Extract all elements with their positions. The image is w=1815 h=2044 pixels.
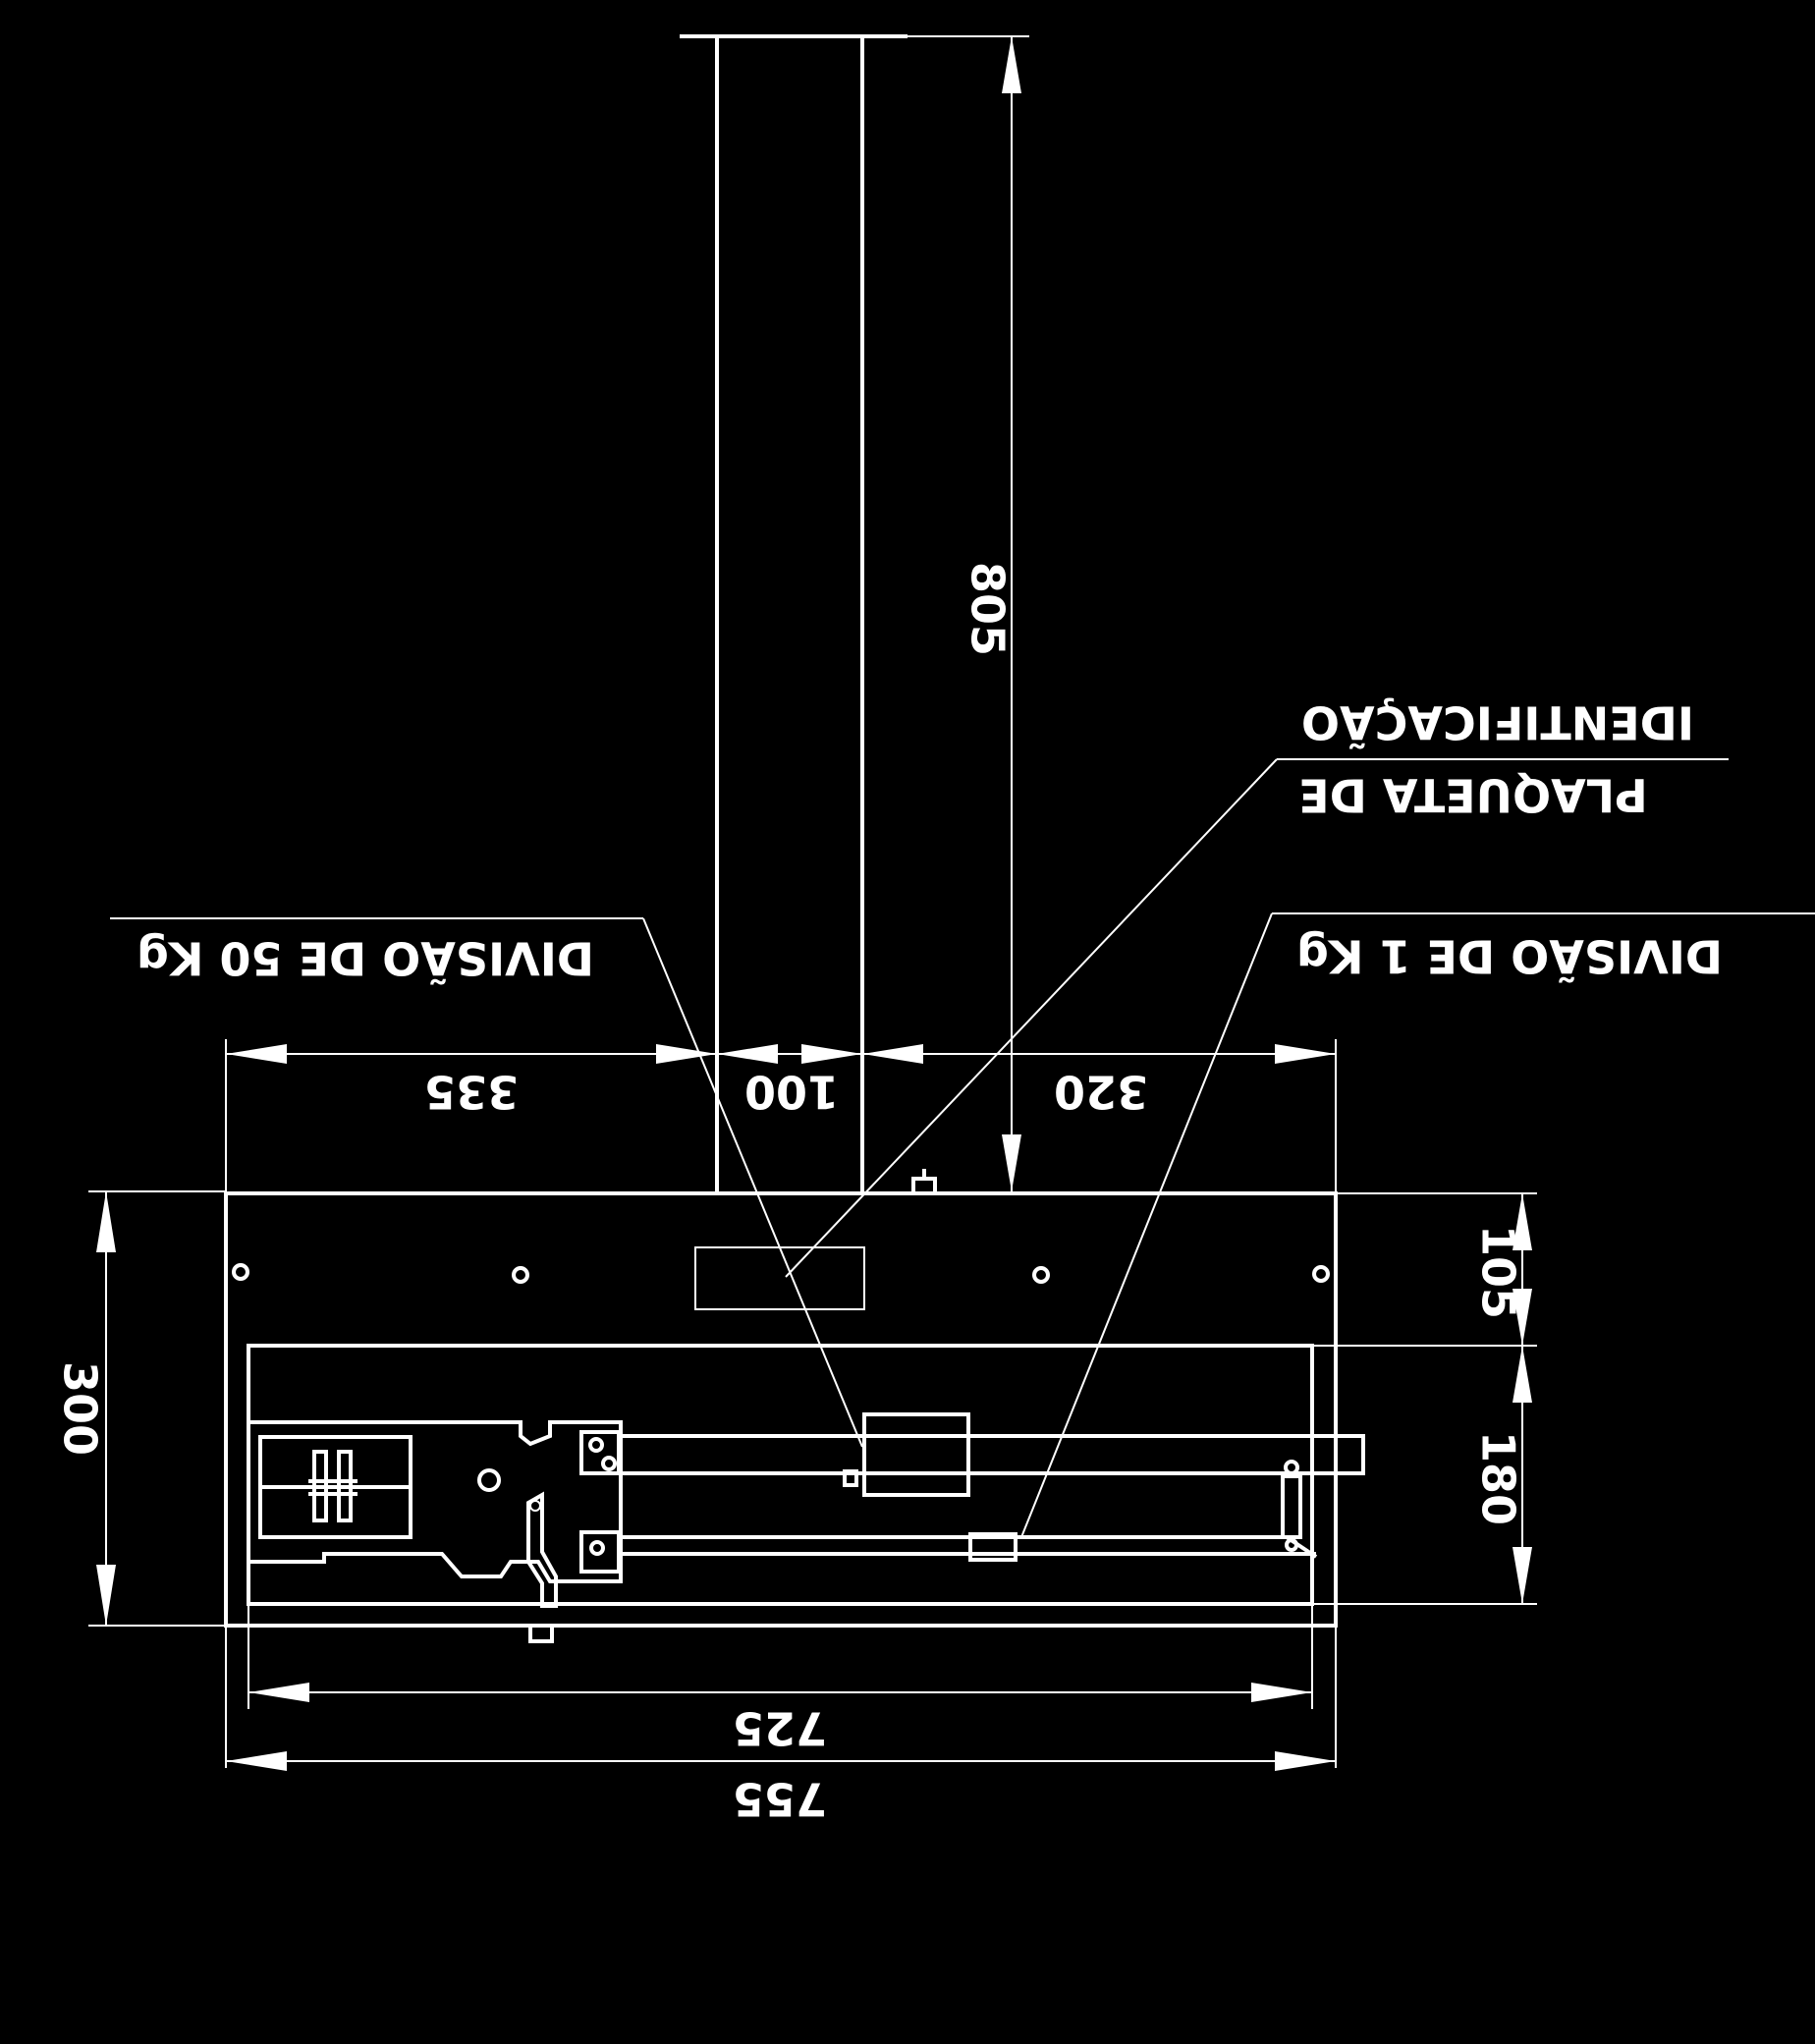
identification-plate: [694, 1246, 865, 1310]
label-plate-line2: IDENTIFICAÇÃO: [1301, 696, 1694, 750]
bottom-foot: [528, 1624, 554, 1643]
mounting-hole: [1312, 1265, 1330, 1283]
label-division-1kg: DIVISÃO DE 1 Kg: [1296, 930, 1723, 984]
dimension-left-offset: 335: [424, 1066, 519, 1119]
dimension-lines: [96, 36, 1532, 1771]
poise-1kg: [968, 1532, 1018, 1562]
dimension-right-offset: 320: [1054, 1066, 1148, 1119]
column: [680, 34, 908, 1193]
poise-50kg: [862, 1412, 970, 1497]
beam-assembly: [247, 1344, 1365, 1608]
dimension-column-height: 805: [962, 562, 1015, 656]
scale-body: [224, 1169, 1338, 1643]
extension-lines: [88, 35, 1537, 1768]
leader-lines: [110, 758, 1815, 1538]
dimension-body-height: 300: [54, 1361, 107, 1456]
mounting-hole: [1032, 1266, 1050, 1284]
dimension-upper-section: 105: [1472, 1225, 1525, 1319]
label-division-50kg: DIVISÃO DE 50 Kg: [137, 932, 594, 986]
top-knob: [911, 1177, 937, 1195]
dimension-column-width: 100: [744, 1066, 839, 1119]
mounting-hole: [232, 1263, 249, 1281]
mounting-hole: [512, 1266, 529, 1284]
dimension-outer-width: 755: [733, 1773, 827, 1826]
dimension-inner-width: 725: [733, 1702, 827, 1755]
label-plate-line1: PLAQUETA DE: [1298, 769, 1648, 822]
dimension-lower-section: 180: [1472, 1431, 1525, 1525]
